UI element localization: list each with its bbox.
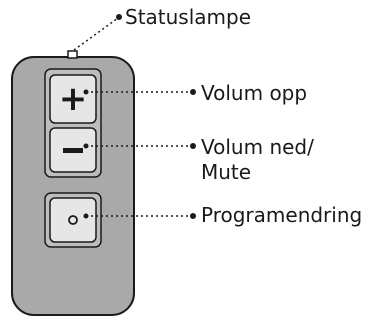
volume-up-button[interactable] — [49, 74, 97, 124]
leader-dot-volume-down-end — [190, 143, 196, 149]
program-button[interactable] — [49, 197, 97, 243]
leader-dot-volume-down — [83, 143, 89, 149]
mute-label: Mute — [201, 160, 252, 184]
volume-up-label: Volum opp — [201, 81, 308, 105]
leader-dot-volume-up — [83, 89, 89, 95]
leader-dot-program — [83, 213, 89, 219]
leader-dot-program-end — [190, 213, 196, 219]
status-lamp-label: Statuslampe — [125, 5, 252, 29]
leader-status-lamp — [73, 17, 119, 51]
leader-dot-volume-up-end — [190, 89, 196, 95]
status-lamp — [67, 50, 78, 59]
program-change-label: Programendring — [201, 203, 363, 227]
volume-up-glyph: + — [59, 79, 88, 119]
volume-down-label: Volum ned/ — [201, 135, 314, 159]
leader-dot-status — [116, 14, 122, 20]
volume-down-glyph-bar — [63, 148, 83, 153]
program-glyph-circle — [68, 215, 78, 225]
